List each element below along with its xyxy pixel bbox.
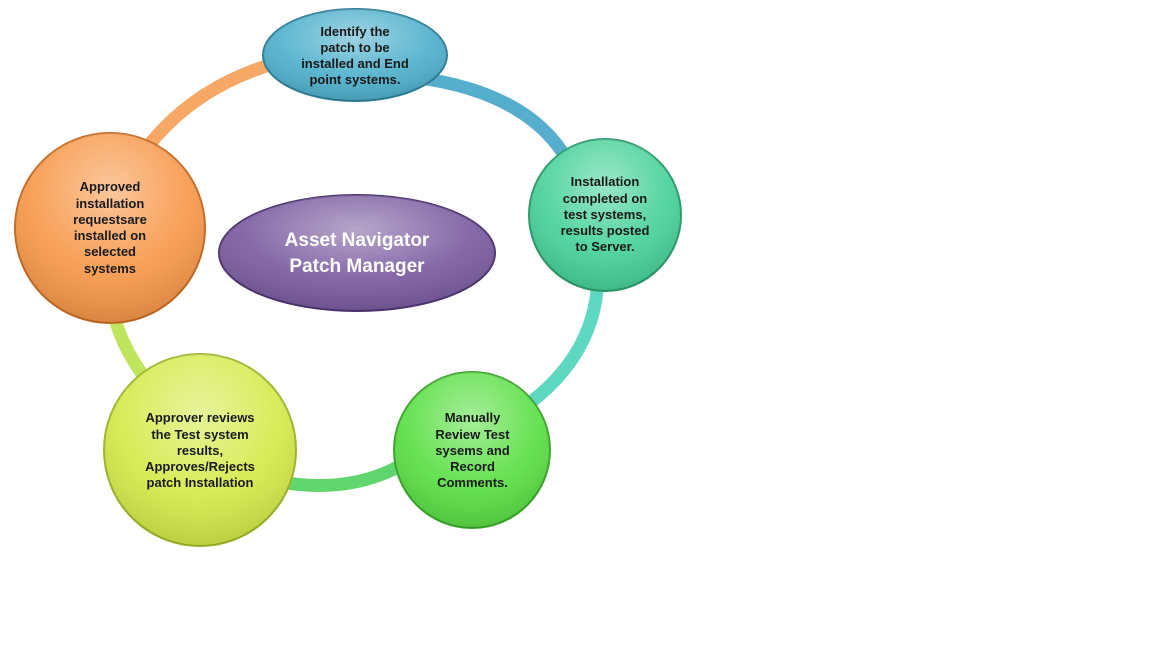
step-node-identify xyxy=(262,8,448,102)
step-label-identify: Identify the patch to be installed and E… xyxy=(301,23,409,88)
step-node-approve xyxy=(103,353,297,547)
step-label-install: Approved installation requestsare instal… xyxy=(73,179,147,276)
connector-arc-install-to-identify xyxy=(138,55,287,157)
step-node-install xyxy=(14,132,206,324)
connector-arc-review-to-approve xyxy=(273,453,417,492)
step-label-review: Manually Review Test sysems and Record C… xyxy=(435,410,510,491)
step-node-review xyxy=(393,371,551,529)
step-node-test-install xyxy=(528,138,682,292)
center-title: Asset Navigator Patch Manager xyxy=(284,230,430,277)
step-label-test-install: Installation completed on test systems, … xyxy=(560,174,650,255)
center-hub xyxy=(218,194,496,312)
step-label-approve: Approver reviews the Test system results… xyxy=(145,410,255,491)
